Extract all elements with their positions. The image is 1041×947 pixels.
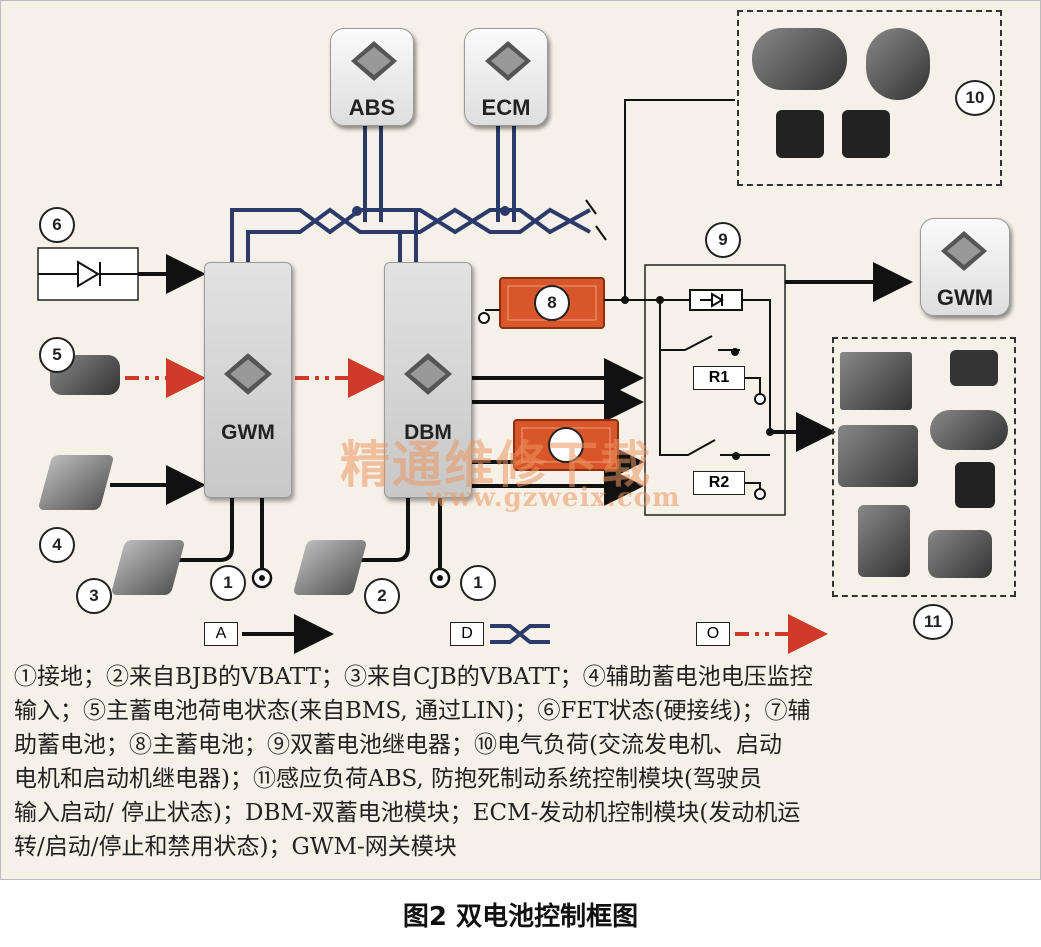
callout-2: 2 [364,578,400,614]
legend-d-line [490,624,550,644]
abs-unit-image [838,425,918,487]
caption-line-4: 电机和启动机继电器)；⑪感应负荷ABS, 防抱死制动系统控制模块(驾驶员 [14,766,763,792]
caption: ①接地；②来自BJB的VBATT；③来自CJB的VBATT；④辅助蓄电池电压监控… [14,660,1029,864]
callout-9: 9 [705,222,741,258]
callout-1b: 1 [460,565,496,601]
bjb-wire [345,496,410,562]
can-junction-ecm [500,206,510,216]
starter-relay-image-2 [842,110,890,158]
callout-4: 4 [39,527,75,563]
relay-r2: R2 [693,471,745,495]
callout-5: 5 [39,337,75,373]
connector-image [955,462,995,508]
module-chip-icon [941,231,987,271]
callout-1a: 1 [210,565,246,601]
can-junction-abs [352,206,362,216]
caption-line-3: 助蓄电池；⑧主蓄电池；⑨双蓄电池继电器；⑩电气负荷(交流发电机、启动 [14,732,782,758]
battery8-ground-icon [478,312,490,324]
module-chip-icon [224,353,272,395]
figure-title: 图2 双电池控制框图 [402,902,639,932]
fuse-box-image [840,352,912,410]
ecm-label: ECM [481,95,531,120]
callout-6: 6 [39,207,75,243]
caption-line-1: ①接地；②来自BJB的VBATT；③来自CJB的VBATT；④辅助蓄电池电压监控 [14,664,813,690]
can-bus [230,125,607,262]
callout-3: 3 [76,578,112,614]
control-unit-image [950,350,998,386]
legend-o-key: O [696,622,730,646]
caption-line-6: 转/启动/停止和禁用状态)；GWM-网关模块 [14,834,457,860]
fet-diode-box [37,247,139,301]
gwm-module: GWM [204,262,292,498]
load-group-11 [832,337,1016,597]
dual-battery-relay-box [644,264,786,516]
load-group-10 [737,10,1002,186]
r2-ground-icon [754,488,766,500]
module-chip-icon [404,353,452,395]
caption-line-2: 输入；⑤主蓄电池荷电状态(来自BMS, 通过LIN)；⑥FET状态(硬接线)；⑦… [14,698,811,724]
ecm-module: ECM [464,28,548,126]
gwm-right-module: GWM [920,218,1010,316]
dbm-module: DBM [384,262,472,498]
module-chip-icon [485,41,531,81]
legend-d-key: D [450,622,484,646]
callout-11: 11 [913,604,953,640]
callout-8: 8 [534,285,570,321]
r1-ground-icon [754,393,766,405]
gwm-right-label: GWM [936,285,994,310]
legend-a-key: A [204,622,238,646]
abs-label: ABS [348,95,396,120]
alternator-image [866,28,930,100]
abs-module: ABS [330,28,414,126]
relay-to-load10-wire [624,99,735,300]
cjb-wire [170,496,234,562]
starter-relay-image-1 [776,110,824,158]
dbm-label: DBM [404,421,452,444]
module-chip-icon [351,41,397,81]
pump-image [928,530,992,578]
module-image [858,505,910,577]
watermark-cn: 精通维修下载 [340,435,652,494]
starter-motor-image [752,28,847,90]
aux-battery [513,419,619,471]
caption-line-5: 输入启动/ 停止状态)；DBM-双蓄电池模块；ECM-发动机控制模块(发动机运 [14,800,801,826]
relay-r1: R1 [693,366,745,390]
wiring-diagram [37,99,913,654]
cluster-image [930,410,1008,450]
watermark-url: www.gzweix.com [426,483,681,513]
callout-10: 10 [955,80,995,116]
relay-internal-wiring [618,289,771,490]
gwm-label: GWM [221,421,275,444]
